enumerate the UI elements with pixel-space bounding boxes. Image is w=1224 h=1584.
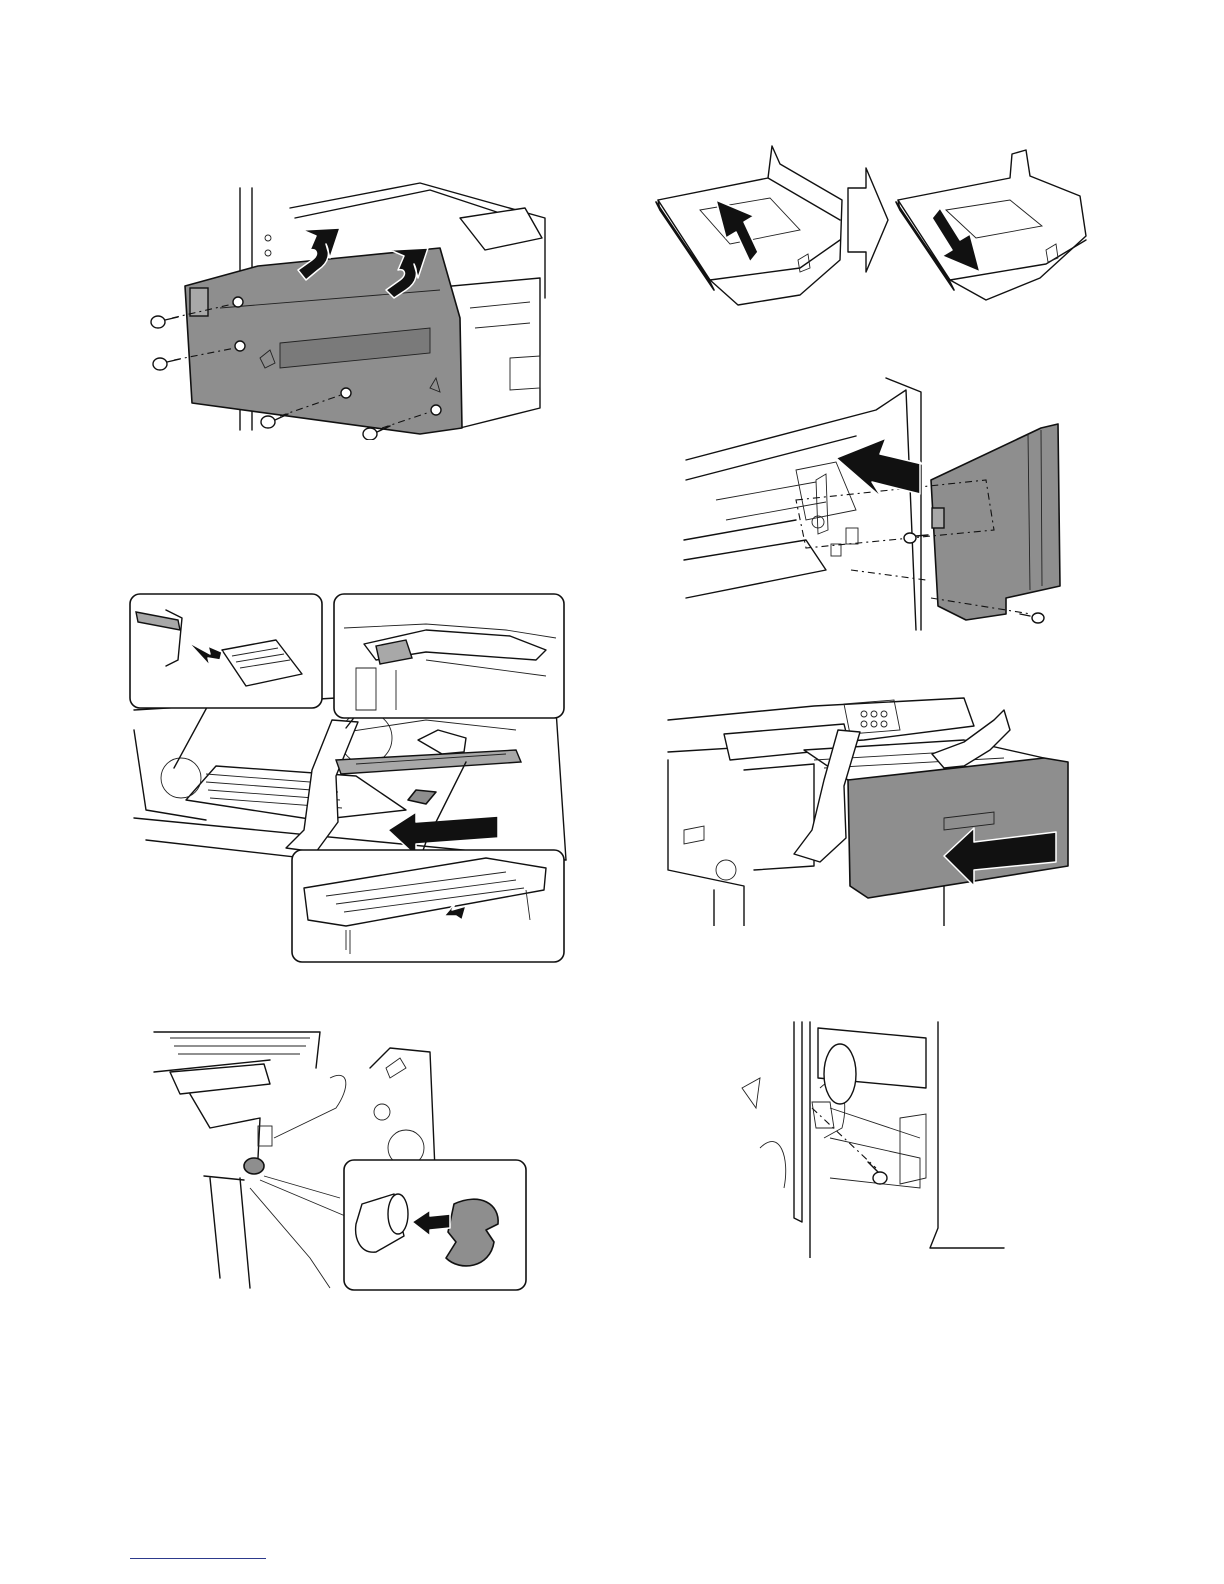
figure-right-cover-install (676, 370, 1096, 638)
screw-icon (153, 358, 180, 370)
figure-frame-screw (730, 1018, 1010, 1258)
figure-side-panel-removal (130, 178, 550, 440)
screw-icon (151, 316, 178, 328)
screw-icon (904, 533, 928, 543)
next-step-arrow-icon (848, 168, 888, 272)
figure-paper-guide-install (126, 590, 568, 968)
screw-icon (261, 414, 288, 428)
figure-tray-slide (650, 140, 1096, 318)
figure-cable-stopper (150, 1028, 532, 1296)
screw-icon (868, 1162, 887, 1184)
figure-drawer-insert (664, 690, 1076, 926)
push-arrow-icon (836, 438, 922, 498)
screw-icon (1020, 613, 1044, 623)
footer-link-rule[interactable] (130, 1558, 266, 1559)
